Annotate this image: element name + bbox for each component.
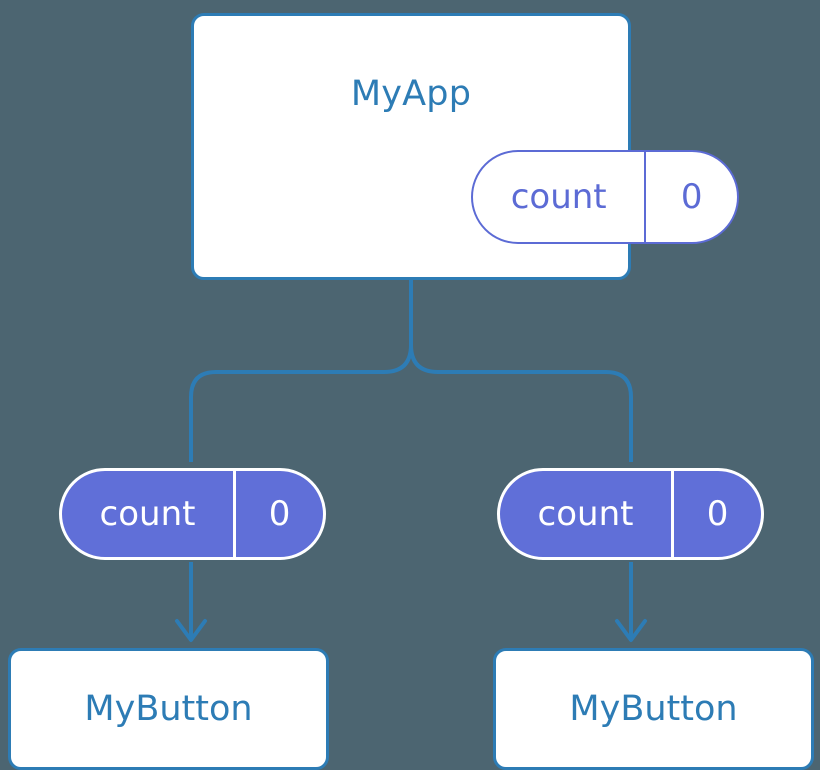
arrowhead-right-icon: [615, 619, 647, 642]
component-title-myapp: MyApp: [350, 74, 472, 114]
connector-split-left: [189, 344, 413, 462]
arrowhead-left-icon: [175, 619, 207, 642]
state-pill-child-1-value: 0: [671, 471, 761, 557]
state-pill-child-1-key: count: [537, 494, 634, 534]
state-pill-child-0-value: 0: [233, 471, 323, 557]
component-box-mybutton-1[interactable]: MyButton: [493, 648, 814, 770]
connector-split-right: [409, 344, 633, 462]
state-pill-child-1[interactable]: count 0: [497, 468, 764, 560]
state-pill-child-0-key: count: [99, 494, 196, 534]
component-box-mybutton-0[interactable]: MyButton: [8, 648, 329, 770]
component-box-myapp[interactable]: MyApp count 0: [191, 13, 739, 280]
state-pill-root-key: count: [510, 177, 607, 217]
state-pill-root-value: 0: [644, 152, 737, 242]
state-pill-child-0[interactable]: count 0: [59, 468, 326, 560]
state-pill-root[interactable]: count 0: [471, 150, 739, 244]
component-title-mybutton-1: MyButton: [569, 689, 738, 729]
component-title-mybutton-0: MyButton: [84, 689, 253, 729]
